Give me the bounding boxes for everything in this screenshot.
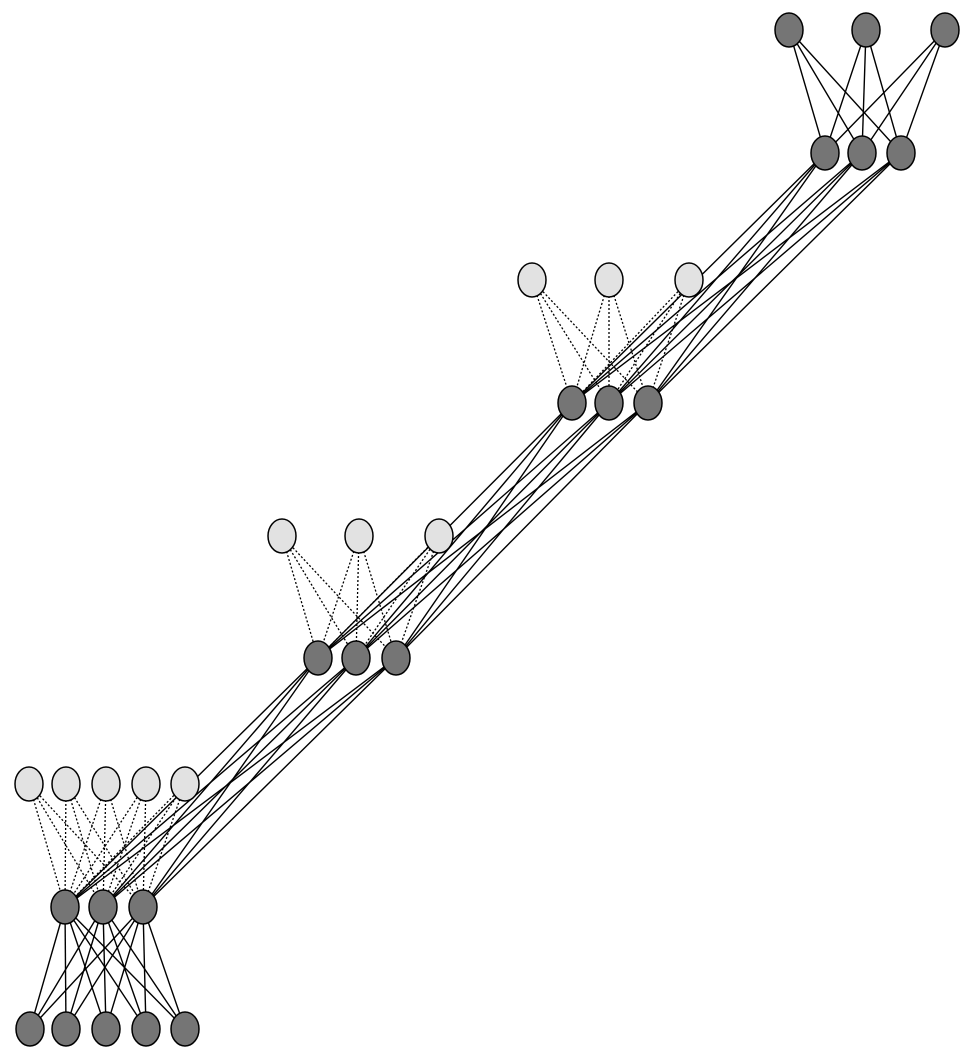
edge-hidden-3-3-to-hidden-2-2 — [355, 402, 649, 659]
node-hidden-4-2 — [847, 135, 877, 171]
node-bottom-outputs-3 — [91, 1011, 121, 1047]
edge-inputs-1-3-to-hidden-1-2 — [102, 783, 107, 908]
node-inputs-1-1 — [14, 766, 44, 802]
node-inputs-1-2 — [51, 766, 81, 802]
edge-inputs-1-2-to-hidden-1-2 — [65, 783, 104, 908]
nodes-layer — [14, 12, 960, 1047]
edge-inputs-2-2-to-hidden-2-2 — [355, 535, 360, 659]
node-inputs-1-4 — [131, 766, 161, 802]
node-hidden-3-3 — [633, 385, 663, 421]
edge-top-outputs-3-to-hidden-4-2 — [861, 29, 946, 154]
node-hidden-2-2 — [341, 640, 371, 676]
edge-hidden-4-2-to-hidden-3-1 — [571, 152, 863, 404]
edge-inputs-3-3-to-hidden-3-2 — [608, 279, 690, 404]
node-top-outputs-3 — [930, 12, 960, 48]
edge-top-outputs-3-to-hidden-4-3 — [900, 29, 946, 154]
edge-inputs-3-3-to-hidden-3-1 — [571, 279, 690, 404]
edge-hidden-1-1-to-bottom-outputs-1 — [29, 906, 66, 1030]
node-hidden-3-1 — [557, 385, 587, 421]
edge-inputs-2-3-to-hidden-2-2 — [355, 535, 440, 659]
edge-hidden-3-2-to-hidden-2-1 — [317, 402, 610, 659]
node-top-outputs-2 — [851, 12, 881, 48]
edge-hidden-3-3-to-hidden-2-3 — [395, 402, 649, 659]
edge-top-outputs-2-to-hidden-4-2 — [861, 29, 867, 154]
node-inputs-1-5 — [170, 766, 200, 802]
edge-inputs-1-1-to-hidden-1-1 — [28, 783, 66, 908]
edge-inputs-2-1-to-hidden-2-1 — [281, 535, 319, 659]
edge-inputs-1-5-to-hidden-1-2 — [102, 783, 186, 908]
edge-inputs-3-2-to-hidden-3-1 — [571, 279, 610, 404]
edge-inputs-3-3-to-hidden-3-3 — [647, 279, 690, 404]
edge-hidden-1-2-to-bottom-outputs-1 — [29, 906, 104, 1030]
edge-top-outputs-3-to-hidden-4-1 — [824, 29, 946, 154]
node-top-outputs-1 — [774, 12, 804, 48]
edge-hidden-1-3-to-bottom-outputs-5 — [142, 906, 186, 1030]
edge-inputs-1-3-to-hidden-1-1 — [64, 783, 107, 908]
edge-hidden-4-3-to-hidden-3-2 — [608, 152, 902, 404]
node-inputs-2-3 — [424, 518, 454, 554]
edges-layer — [28, 29, 946, 1030]
edge-inputs-3-1-to-hidden-3-2 — [531, 279, 610, 404]
node-bottom-outputs-5 — [170, 1011, 200, 1047]
node-hidden-4-1 — [810, 135, 840, 171]
edge-inputs-2-3-to-hidden-2-1 — [317, 535, 440, 659]
edge-hidden-1-3-to-bottom-outputs-4 — [142, 906, 147, 1030]
edge-hidden-4-3-to-hidden-3-3 — [647, 152, 902, 404]
node-hidden-4-3 — [886, 135, 916, 171]
node-hidden-3-2 — [594, 385, 624, 421]
node-inputs-3-1 — [517, 262, 547, 298]
node-inputs-1-3 — [91, 766, 121, 802]
edge-hidden-1-2-to-bottom-outputs-2 — [65, 906, 104, 1030]
edge-hidden-2-3-to-hidden-1-3 — [142, 657, 397, 908]
edge-hidden-2-3-to-hidden-1-1 — [64, 657, 397, 908]
node-hidden-2-3 — [381, 640, 411, 676]
edge-inputs-3-2-to-hidden-3-3 — [608, 279, 649, 404]
edge-top-outputs-1-to-hidden-4-2 — [788, 29, 863, 154]
edge-hidden-3-3-to-hidden-2-1 — [317, 402, 649, 659]
edge-inputs-1-2-to-hidden-1-1 — [64, 783, 67, 908]
node-hidden-1-3 — [128, 889, 158, 925]
node-bottom-outputs-2 — [51, 1011, 81, 1047]
edge-hidden-1-3-to-bottom-outputs-3 — [105, 906, 144, 1030]
edge-hidden-1-1-to-bottom-outputs-4 — [64, 906, 147, 1030]
node-hidden-1-2 — [88, 889, 118, 925]
edge-hidden-1-1-to-bottom-outputs-3 — [64, 906, 107, 1030]
node-inputs-3-2 — [594, 262, 624, 298]
edge-hidden-1-3-to-bottom-outputs-1 — [29, 906, 144, 1030]
edge-top-outputs-2-to-hidden-4-3 — [865, 29, 902, 154]
node-hidden-2-1 — [303, 640, 333, 676]
node-bottom-outputs-1 — [15, 1011, 45, 1047]
edge-hidden-1-1-to-bottom-outputs-2 — [64, 906, 67, 1030]
node-hidden-1-1 — [50, 889, 80, 925]
edge-hidden-2-2-to-hidden-1-1 — [64, 657, 357, 908]
edge-inputs-2-2-to-hidden-2-3 — [358, 535, 397, 659]
edge-hidden-1-3-to-bottom-outputs-2 — [65, 906, 144, 1030]
edge-inputs-3-1-to-hidden-3-1 — [531, 279, 573, 404]
edge-hidden-2-3-to-hidden-1-2 — [102, 657, 397, 908]
edge-inputs-2-1-to-hidden-2-2 — [281, 535, 357, 659]
node-inputs-2-2 — [344, 518, 374, 554]
edge-top-outputs-1-to-hidden-4-1 — [788, 29, 826, 154]
edge-inputs-1-4-to-hidden-1-1 — [64, 783, 147, 908]
edge-hidden-4-3-to-hidden-3-1 — [571, 152, 902, 404]
node-inputs-2-1 — [267, 518, 297, 554]
node-bottom-outputs-4 — [131, 1011, 161, 1047]
edge-inputs-1-4-to-hidden-1-2 — [102, 783, 147, 908]
node-inputs-3-3 — [674, 262, 704, 298]
edge-inputs-2-3-to-hidden-2-3 — [395, 535, 440, 659]
edge-inputs-1-5-to-hidden-1-1 — [64, 783, 186, 908]
edge-inputs-2-2-to-hidden-2-1 — [317, 535, 360, 659]
edge-top-outputs-2-to-hidden-4-1 — [824, 29, 867, 154]
edge-inputs-1-5-to-hidden-1-3 — [142, 783, 186, 908]
